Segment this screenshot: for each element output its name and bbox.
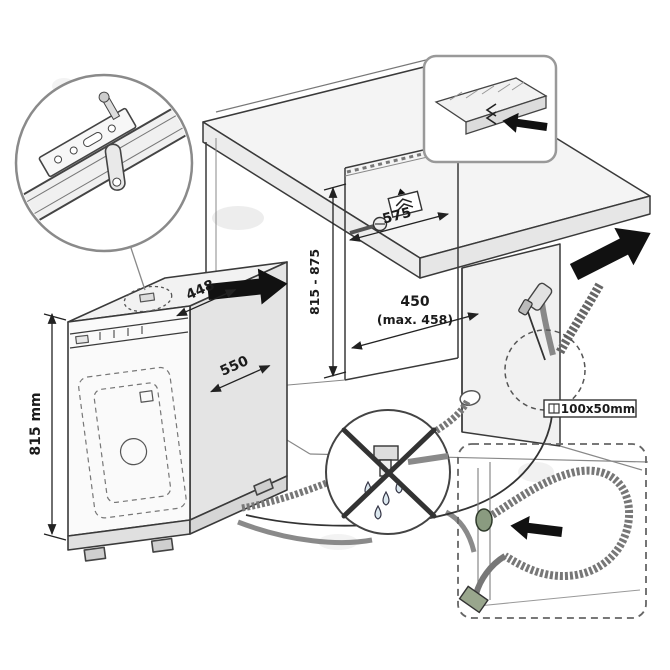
- moisture-hatch: [449, 81, 525, 101]
- control-buttons: [75, 326, 143, 345]
- foot-right: [150, 537, 174, 553]
- label-niche-width-max: (max. 458): [377, 312, 453, 327]
- dim-line-counter-depth: [348, 212, 450, 242]
- bracket-location-mark: [123, 285, 173, 313]
- counter-edge-inset: [422, 54, 558, 164]
- top-bracket-part: [139, 292, 156, 303]
- slide-counter-arrow-icon: [569, 227, 651, 281]
- foot-left: [83, 546, 107, 562]
- hoses-floor: [237, 398, 553, 553]
- foot-side: [253, 478, 274, 496]
- dishwasher-side: [189, 261, 288, 521]
- dimensions: [43, 183, 480, 541]
- drain-hose-end: [556, 281, 604, 355]
- callout-leader: [130, 247, 146, 291]
- hose-union: [373, 445, 399, 461]
- bracket-detail-callout: [14, 73, 194, 291]
- hose-ends: [518, 281, 604, 361]
- dim-line-niche-width: [350, 312, 480, 350]
- power-cable: [245, 414, 553, 527]
- duct-size-text: 100x50mm: [561, 402, 636, 416]
- supply-hose-elbow: [526, 282, 553, 311]
- sealing-grommet: [475, 508, 493, 532]
- coupling-nut: [458, 585, 489, 614]
- steam-vent-icon: [485, 103, 497, 125]
- plug-icon: [518, 299, 533, 316]
- countertop-edge-right: [419, 195, 651, 279]
- label-niche-height: 815 - 875: [307, 249, 322, 315]
- label-niche-width: 450: [400, 294, 429, 310]
- supply-hose: [237, 519, 373, 546]
- door-inner-outline: [78, 366, 187, 519]
- supply-hose-end: [539, 302, 556, 356]
- drain-hose: [241, 398, 472, 512]
- hose-highlight-circle: [504, 329, 586, 411]
- bracket-strap: [104, 143, 126, 191]
- door-circle-mark: [119, 438, 148, 466]
- label-machine-height: 815 mm: [28, 392, 44, 455]
- grommet-arrow-icon: [510, 515, 563, 540]
- inset-counter-edge: [465, 95, 547, 135]
- edge-strip-arrow-icon: [502, 112, 548, 133]
- prohibition-cross-icon: [341, 427, 437, 519]
- duct-size-label: 100x50mm: [543, 399, 637, 418]
- pin-head: [98, 91, 110, 103]
- niche-vent-strip: [346, 144, 457, 174]
- no-drip-callout: [325, 409, 451, 535]
- inset-corrugated-hose: [482, 466, 634, 581]
- label-counter-depth: 575: [381, 205, 413, 228]
- hose-connection-inset: [457, 443, 647, 619]
- cable-end: [527, 311, 546, 361]
